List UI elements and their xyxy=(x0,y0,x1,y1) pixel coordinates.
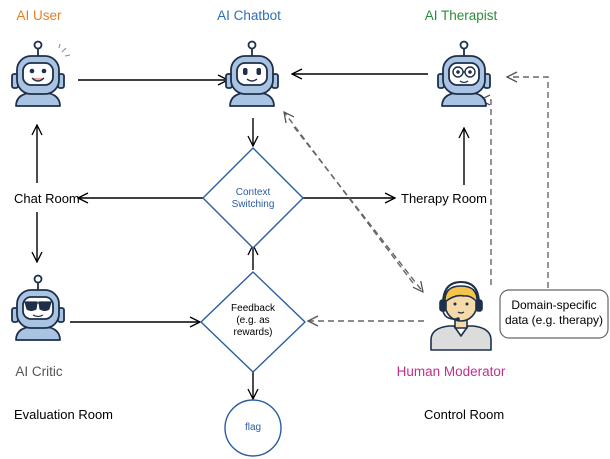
dashed-arrow-chatbot-to-moderator xyxy=(293,126,423,292)
control-room-label: Control Room xyxy=(424,407,505,422)
dashed-arrow-domain-data-to-therapist xyxy=(507,77,549,288)
domain-data-box xyxy=(499,289,609,339)
context-switching-diamond xyxy=(202,147,304,249)
ai-therapist-label: AI Therapist xyxy=(424,8,498,23)
human-moderator-label: Human Moderator xyxy=(396,364,506,379)
therapy-room-label: Therapy Room xyxy=(401,191,487,206)
dashed-arrow-moderator-to-chatbot xyxy=(284,112,414,284)
feedback-diamond xyxy=(200,271,306,373)
flag-circle xyxy=(224,399,282,457)
domain-data-label: Domain-specific data (e.g. therapy) xyxy=(504,298,604,327)
evaluation-room-label: Evaluation Room xyxy=(14,407,113,422)
flag-label: flag xyxy=(244,422,262,433)
ai-critic-label: AI Critic xyxy=(15,364,63,379)
robot-with-sunglasses-icon xyxy=(11,274,65,341)
ai-user-label: AI User xyxy=(16,8,62,23)
context-switching-label: Context Switching xyxy=(231,187,275,210)
feedback-label: Feedback (e.g. as rewards) xyxy=(231,303,275,338)
chat-room-label: Chat Room xyxy=(14,191,80,206)
ai-chatbot-label: AI Chatbot xyxy=(217,8,281,23)
robot-icon xyxy=(225,40,279,107)
smiling-robot-icon xyxy=(11,40,71,107)
robot-with-glasses-icon xyxy=(437,40,491,107)
person-with-headset-icon xyxy=(430,281,492,351)
